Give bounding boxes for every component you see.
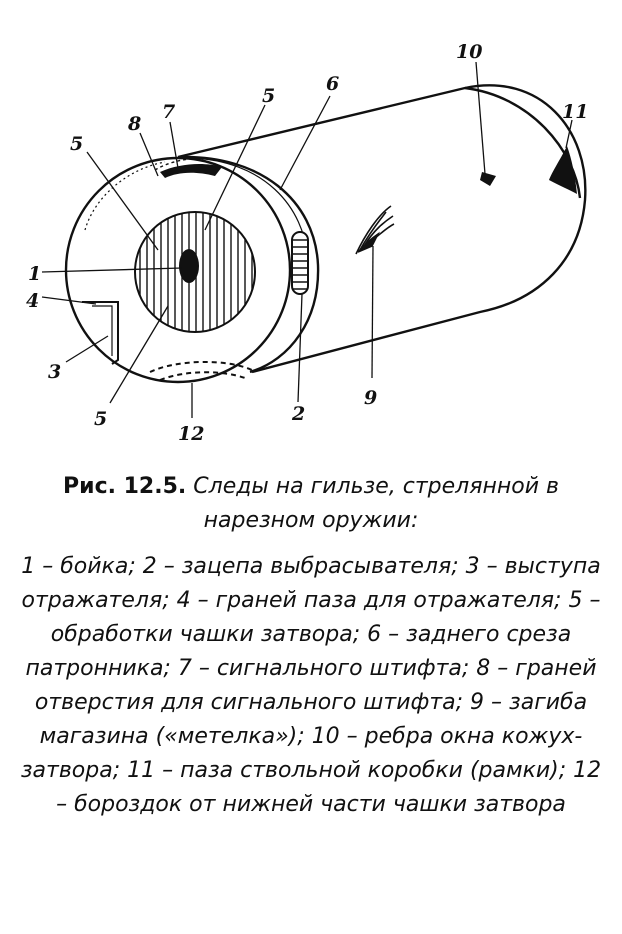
caption-heading: Рис. 12.5. Следы на гильзе, стрелянной в…: [18, 470, 604, 538]
caption-item: 2 – зацепа выбрасывателя;: [142, 554, 459, 579]
label-2: 2: [291, 403, 305, 425]
ejector-mark: [82, 301, 119, 365]
label-11: 11: [562, 101, 588, 123]
label-12: 12: [178, 423, 204, 445]
caption-number: Рис. 12.5.: [63, 474, 187, 499]
label-5-left: 5: [70, 133, 83, 155]
cartridge-case-body: [177, 84, 587, 374]
caption-item: 9 – загиба магазина («метелка»);: [39, 690, 588, 749]
signal-pin-mark: [154, 157, 226, 178]
caption-item: 3 – выступа отражателя;: [21, 554, 601, 613]
firing-pin-mark: [179, 249, 199, 283]
caption-item: 6 – заднего среза патронника;: [25, 622, 572, 681]
label-4: 4: [26, 290, 39, 312]
label-1: 1: [28, 263, 41, 285]
caption-item: 10 – ребра окна кожух-затвора;: [20, 724, 583, 783]
caption-title: Следы на гильзе, стрелянной в нарезном о…: [193, 474, 559, 533]
label-5-top: 5: [262, 85, 275, 107]
label-10: 10: [456, 41, 482, 63]
label-9: 9: [364, 387, 377, 409]
extractor-mark: [291, 231, 309, 295]
caption-item: 12 – бороздок от нижней части чашки затв…: [56, 758, 602, 817]
cartridge-case-diagram: 1 4 3 5 5 5 6 7 8 9 10 11 2 12: [26, 41, 588, 445]
magazine-lip-mark: [355, 205, 395, 255]
label-3: 3: [48, 361, 61, 383]
caption-item: 5 – обработки чашки затвора;: [50, 588, 601, 647]
part-labels: 1 4 3 5 5 5 6 7 8 9 10 11 2 12: [26, 41, 588, 445]
leader-lines: [41, 61, 573, 418]
caption-item: 4 – граней паза для отражателя;: [176, 588, 562, 613]
caption-item: 1 – бойка;: [21, 554, 136, 579]
caption-item: 8 – граней отверстия для сигнального шти…: [34, 656, 597, 715]
caption-item: 7 – сигнального штифта;: [177, 656, 470, 681]
receiver-groove-mark: [549, 146, 577, 194]
caption-items: 1 – бойка; 2 – зацепа выбрасывателя; 3 –…: [18, 550, 604, 822]
figure-caption: Рис. 12.5. Следы на гильзе, стрелянной в…: [18, 470, 604, 822]
slide-window-mark: [480, 172, 496, 186]
bolt-groove-marks: [149, 360, 253, 381]
label-8: 8: [127, 113, 141, 135]
label-7: 7: [162, 101, 175, 123]
label-6: 6: [326, 73, 339, 95]
caption-item: 11 – паза ствольной коробки (рамки);: [127, 758, 567, 783]
label-5-bottom: 5: [94, 408, 107, 430]
